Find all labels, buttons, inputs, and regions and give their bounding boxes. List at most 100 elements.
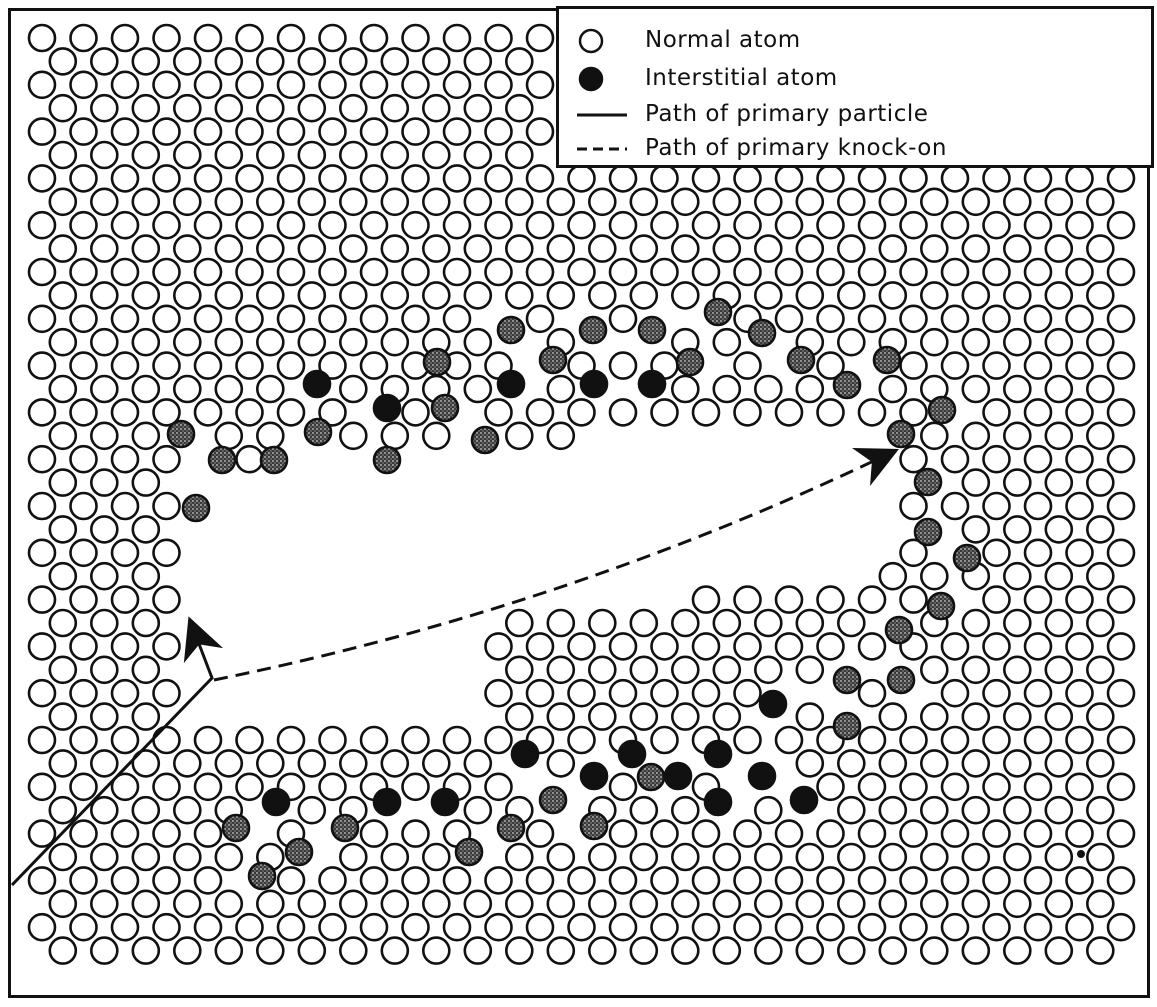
normal-atom [691, 210, 721, 240]
normal-atom [940, 257, 970, 287]
normal-atom [69, 257, 98, 287]
normal-atom [546, 842, 576, 872]
normal-atom [525, 304, 555, 334]
normal-atom [1023, 398, 1053, 427]
normal-atom [608, 866, 638, 895]
normal-atom [546, 374, 576, 404]
normal-atom [836, 281, 866, 310]
normal-atom [442, 210, 472, 240]
normal-atom [1044, 281, 1074, 310]
normal-atom [525, 678, 555, 708]
normal-atom [712, 889, 742, 919]
normal-atom [193, 164, 223, 193]
normal-atom [401, 210, 430, 240]
normal-atom [1106, 257, 1136, 287]
normal-atom [982, 725, 1011, 755]
normal-atom [69, 632, 98, 661]
normal-atom [152, 257, 181, 287]
displaced-atom [913, 517, 943, 547]
normal-atom [69, 678, 98, 708]
normal-atom [504, 702, 534, 731]
normal-atom [110, 164, 140, 193]
normal-atom [276, 866, 306, 895]
normal-atom [899, 585, 928, 614]
normal-atom [173, 187, 202, 217]
normal-atom [733, 866, 762, 895]
normal-atom [69, 538, 98, 568]
normal-atom [525, 210, 555, 240]
normal-atom [276, 304, 306, 334]
normal-atom [131, 936, 161, 965]
displaced-atom [221, 813, 251, 843]
normal-atom [401, 772, 430, 802]
normal-atom [1086, 749, 1115, 778]
normal-atom [670, 842, 700, 872]
normal-atom [484, 912, 513, 942]
normal-atom [1023, 351, 1053, 380]
normal-atom [484, 725, 513, 755]
normal-atom [961, 327, 991, 357]
normal-atom [1106, 912, 1136, 942]
normal-atom [1002, 234, 1032, 263]
normal-atom [1044, 421, 1074, 451]
normal-atom [774, 398, 804, 427]
normal-atom [338, 281, 368, 310]
normal-atom [255, 374, 285, 404]
normal-atom [878, 889, 908, 919]
normal-atom [380, 234, 410, 263]
normal-atom [193, 819, 223, 848]
normal-atom [795, 749, 825, 778]
normal-atom [380, 889, 410, 919]
displaced-atom [538, 345, 568, 375]
normal-atom [69, 351, 98, 380]
normal-atom [1106, 398, 1136, 427]
normal-atom [940, 772, 970, 802]
normal-atom [401, 164, 430, 193]
normal-atom [90, 561, 119, 591]
normal-atom [48, 327, 78, 357]
normal-atom [774, 632, 804, 661]
normal-atom [1044, 749, 1074, 778]
normal-atom [525, 23, 555, 53]
normal-atom [1044, 327, 1074, 357]
normal-atom [110, 70, 140, 100]
normal-atom [338, 234, 368, 263]
normal-atom [131, 327, 161, 357]
interstitial-atom [579, 369, 609, 399]
normal-atom [919, 655, 949, 685]
interstitial-atom [703, 787, 733, 817]
normal-atom [214, 749, 244, 778]
normal-atom [1002, 421, 1032, 451]
normal-atom [546, 234, 576, 263]
normal-atom [1044, 795, 1074, 825]
normal-atom [961, 281, 991, 310]
normal-atom [982, 210, 1011, 240]
normal-atom [629, 234, 659, 263]
normal-atom [338, 374, 368, 404]
normal-atom [173, 93, 202, 123]
normal-atom [442, 164, 472, 193]
normal-atom [857, 632, 887, 661]
normal-atom [338, 421, 368, 451]
normal-atom [608, 257, 638, 287]
displaced-atom [637, 315, 667, 345]
interstitial-atom [372, 393, 402, 423]
normal-atom [567, 398, 596, 427]
normal-atom [504, 93, 534, 123]
normal-atom [338, 93, 368, 123]
normal-atom [919, 234, 949, 263]
displaced-atom [247, 861, 277, 891]
normal-atom [1002, 327, 1032, 357]
normal-atom [235, 164, 264, 193]
normal-atom [919, 749, 949, 778]
normal-atom [504, 47, 534, 76]
normal-atom [982, 772, 1011, 802]
normal-atom [567, 210, 596, 240]
normal-atom [421, 93, 451, 123]
normal-atom [1044, 234, 1074, 263]
normal-atom [1044, 655, 1074, 685]
normal-atom [338, 889, 368, 919]
normal-atom [878, 702, 908, 731]
normal-atom [27, 585, 57, 614]
normal-atom [1065, 210, 1094, 240]
